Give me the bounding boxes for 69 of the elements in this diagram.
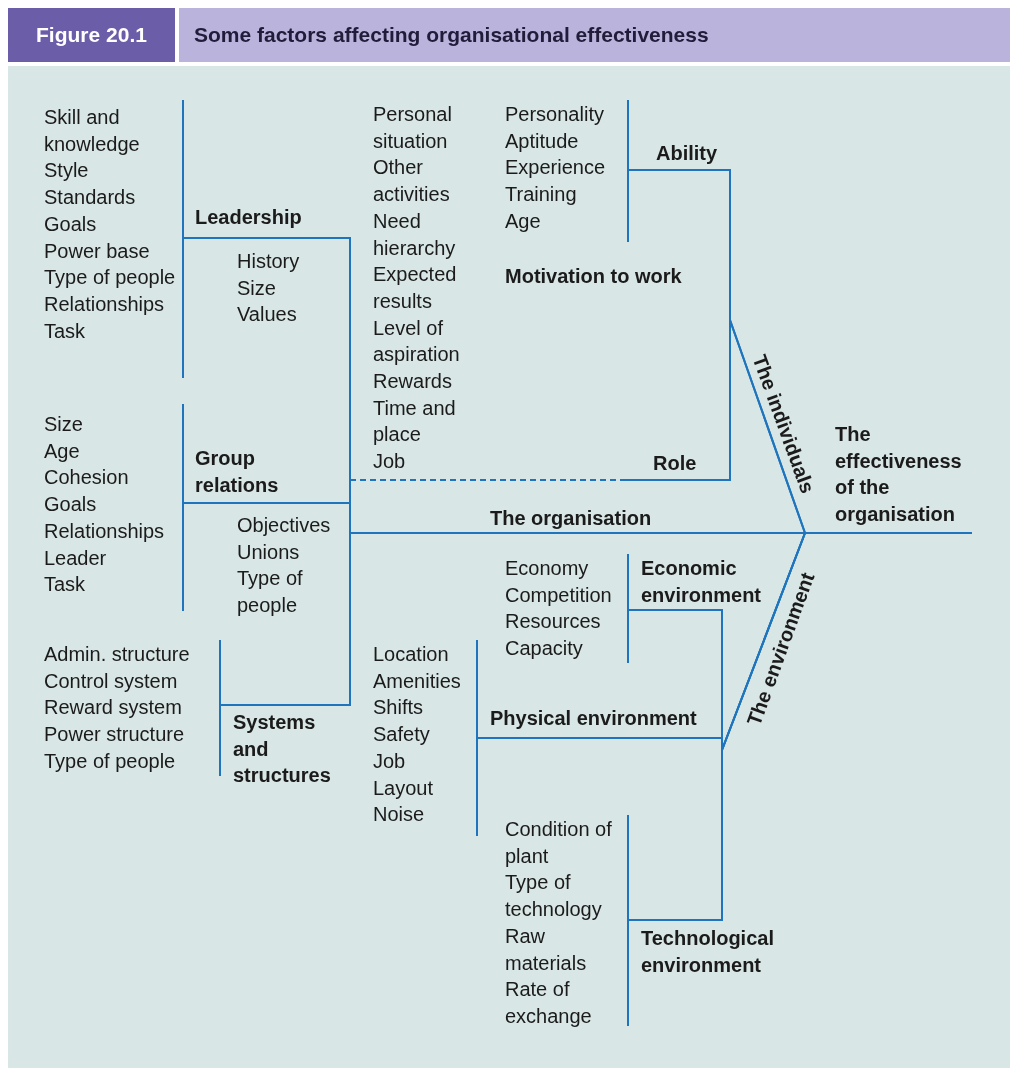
factor-item: Resources <box>505 609 602 635</box>
factor-item: Objectives <box>237 513 332 538</box>
factor-item: Competition <box>505 582 613 608</box>
factor-item: Type of people <box>44 265 176 291</box>
factor-item: Size <box>237 275 277 301</box>
factor-item: Shifts <box>373 695 425 721</box>
factor-item: Layout <box>373 775 435 801</box>
heading-text: Motivation to work <box>505 264 683 289</box>
factor-item: Reward system <box>44 695 183 721</box>
factor-item: Aptitude <box>505 128 580 154</box>
factor-item: History <box>237 249 301 274</box>
factor-item: Admin. structure <box>44 642 191 667</box>
factor-item: Job <box>373 449 407 475</box>
factor-item: Age <box>505 208 542 234</box>
connector-line <box>219 532 806 706</box>
factor-item: Type of people <box>44 748 177 774</box>
factor-item: Task <box>44 318 87 344</box>
factor-item: Raw materials <box>505 923 588 976</box>
factor-item: Amenities <box>373 668 462 694</box>
factor-item: Control system <box>44 668 179 694</box>
factor-item: Other activities <box>373 155 451 208</box>
factor-item: Capacity <box>505 636 584 662</box>
factor-heading: Leadership <box>195 205 303 230</box>
factor-item: Location <box>373 642 450 667</box>
factor-item: Time and place <box>373 395 457 448</box>
branch-heading: The effectiveness of the organisation <box>835 422 963 528</box>
factor-item: Power structure <box>44 722 186 748</box>
factor-heading: Systems and structures <box>233 710 332 789</box>
factor-item: Size <box>44 412 84 437</box>
factor-item: Goals <box>44 211 98 237</box>
factor-item: Level of aspiration <box>373 315 461 368</box>
factor-item: Need hierarchy <box>373 208 457 261</box>
factor-item: Rewards <box>373 369 453 395</box>
factor-item: Style <box>44 158 90 184</box>
factor-item: Expected results <box>373 262 458 314</box>
factor-heading: Ability <box>656 141 719 166</box>
factor-item: Standards <box>44 185 137 211</box>
figure-title: Some factors affecting organisational effectiveness <box>179 8 1010 62</box>
factor-item: Relationships <box>44 291 166 317</box>
factor-item: Rate of exchange <box>505 977 593 1029</box>
figure-number: Figure 20.1 <box>8 8 175 62</box>
factor-item: Cohesion <box>44 465 130 491</box>
factor-item: Condition of plant <box>505 817 613 869</box>
factor-item: Experience <box>505 155 607 181</box>
factor-item: Power base <box>44 238 151 264</box>
factor-item: Leader <box>44 545 108 571</box>
factor-item: Noise <box>373 802 426 828</box>
factor-item: Personality <box>505 102 605 127</box>
factor-heading: Technological environment <box>641 926 775 978</box>
factor-heading: Group relations <box>195 446 280 498</box>
factor-item: Values <box>237 302 298 328</box>
factor-item: Unions <box>237 539 301 565</box>
factor-item: Type of people <box>237 566 304 619</box>
dashed-connector <box>349 479 626 481</box>
branch-heading: Role <box>653 451 698 476</box>
factor-item: Type of technology <box>505 870 603 923</box>
factor-item: Skill and knowledge <box>44 105 141 157</box>
factor-item: Training <box>505 182 578 208</box>
factor-item: Job <box>373 748 407 774</box>
connector-line <box>729 319 806 534</box>
connector-line <box>627 532 806 921</box>
factor-heading: Physical environment <box>490 706 698 731</box>
factor-item: Relationships <box>44 518 166 544</box>
factor-item: Age <box>44 438 81 464</box>
factor-item: Personal situation <box>373 102 453 154</box>
factor-item: Task <box>44 572 87 598</box>
factor-item: Economy <box>505 556 590 581</box>
factor-item: Goals <box>44 492 98 518</box>
factor-item: Safety <box>373 722 431 748</box>
